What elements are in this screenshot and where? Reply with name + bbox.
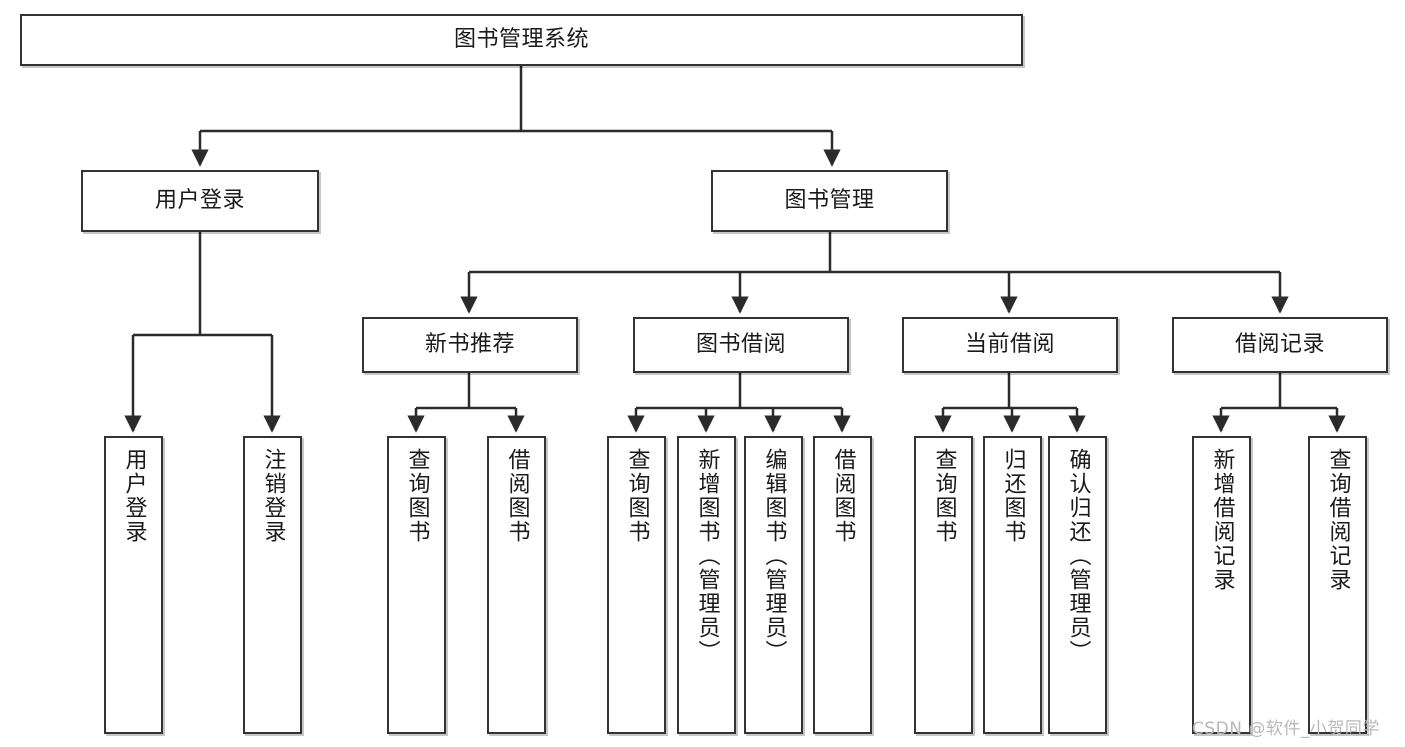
node-leaf-edit-book-label: 编辑图书（管理员）	[761, 448, 787, 664]
node-borrow-record-label: 借阅记录	[1234, 332, 1325, 358]
node-new-book-recommend[interactable]: 新书推荐	[362, 317, 578, 373]
node-leaf-edit-book[interactable]: 编辑图书（管理员）	[744, 436, 803, 734]
node-user-login-label: 用户登录	[154, 188, 245, 214]
node-leaf-query-record[interactable]: 查询借阅记录	[1308, 436, 1367, 734]
node-leaf-borrow-book[interactable]: 借阅图书	[813, 436, 872, 734]
node-current-borrow[interactable]: 当前借阅	[902, 317, 1118, 373]
node-user-login[interactable]: 用户登录	[81, 170, 319, 232]
node-leaf-confirm-return[interactable]: 确认归还（管理员）	[1048, 436, 1107, 734]
node-leaf-borrow-book-rec[interactable]: 借阅图书	[487, 436, 546, 734]
node-root[interactable]: 图书管理系统	[20, 14, 1023, 66]
node-leaf-query-book-borrow-label: 查询图书	[624, 448, 650, 544]
node-leaf-query-book-borrow[interactable]: 查询图书	[607, 436, 666, 734]
node-root-label: 图书管理系统	[453, 27, 589, 53]
node-current-borrow-label: 当前借阅	[964, 332, 1055, 358]
node-leaf-add-book[interactable]: 新增图书（管理员）	[677, 436, 736, 734]
node-book-manage[interactable]: 图书管理	[711, 170, 948, 232]
node-leaf-query-book-rec-label: 查询图书	[404, 448, 430, 544]
node-leaf-add-record-label: 新增借阅记录	[1209, 448, 1235, 592]
node-leaf-confirm-return-label: 确认归还（管理员）	[1065, 448, 1091, 664]
node-book-borrow-label: 图书借阅	[695, 332, 786, 358]
node-leaf-add-record[interactable]: 新增借阅记录	[1192, 436, 1251, 734]
node-leaf-user-logout-label: 注销登录	[260, 448, 286, 544]
node-leaf-borrow-book-label: 借阅图书	[830, 448, 856, 544]
node-leaf-query-book-cur[interactable]: 查询图书	[914, 436, 973, 734]
node-leaf-borrow-book-rec-label: 借阅图书	[504, 448, 530, 544]
node-leaf-user-login[interactable]: 用户登录	[104, 436, 163, 734]
node-leaf-user-logout[interactable]: 注销登录	[243, 436, 302, 734]
node-leaf-user-login-label: 用户登录	[121, 448, 147, 544]
node-leaf-query-record-label: 查询借阅记录	[1325, 448, 1351, 592]
node-borrow-record[interactable]: 借阅记录	[1172, 317, 1388, 373]
node-leaf-return-book-label: 归还图书	[1000, 448, 1026, 544]
node-leaf-query-book-rec[interactable]: 查询图书	[387, 436, 446, 734]
node-book-borrow[interactable]: 图书借阅	[633, 317, 849, 373]
node-leaf-query-book-cur-label: 查询图书	[931, 448, 957, 544]
csdn-watermark: CSDN @软件_小贺同学	[1192, 719, 1380, 739]
node-new-book-recommend-label: 新书推荐	[424, 332, 515, 358]
node-leaf-return-book[interactable]: 归还图书	[983, 436, 1042, 734]
node-book-manage-label: 图书管理	[784, 188, 875, 214]
node-leaf-add-book-label: 新增图书（管理员）	[694, 448, 720, 664]
